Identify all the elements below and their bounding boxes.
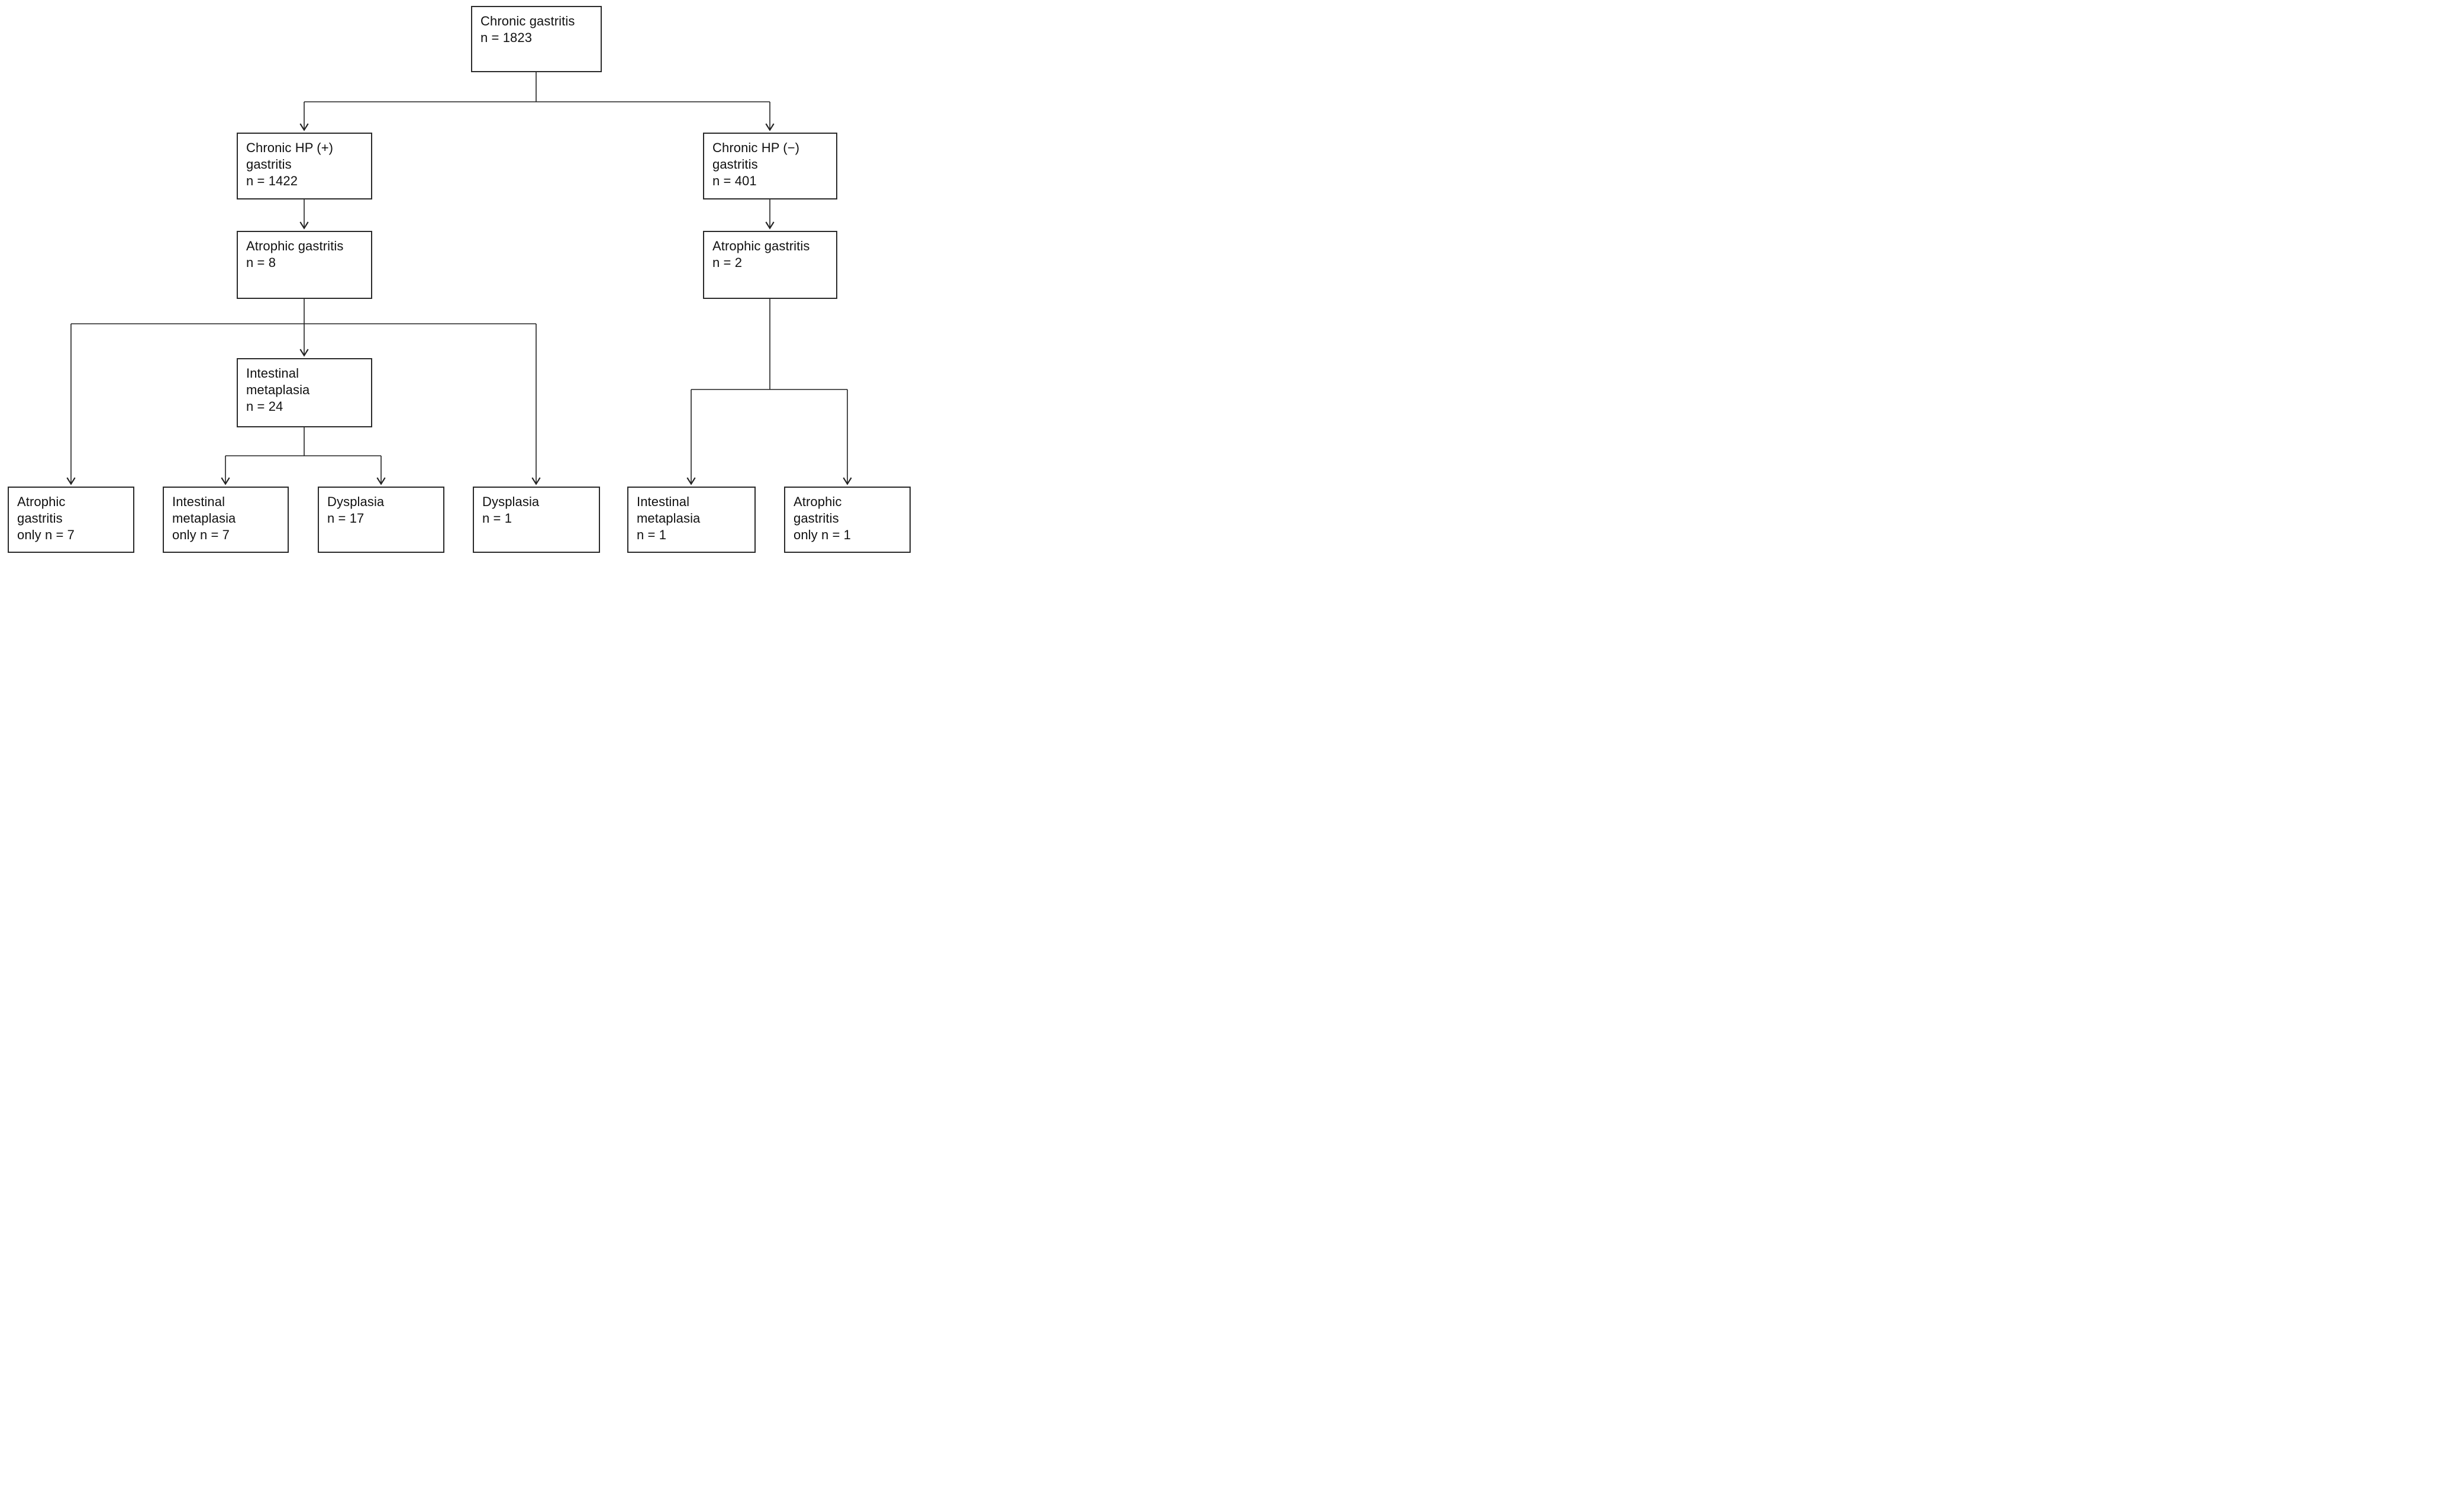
connector-layer	[66, 72, 852, 485]
node-dysplasia-n1: Dysplasia n = 1	[473, 487, 600, 553]
node-atrophic-gastritis-n2: Atrophic gastritis n = 2	[703, 231, 837, 299]
node-dysplasia-n17: Dysplasia n = 17	[318, 487, 444, 553]
node-chronic-hp-positive-gastritis: Chronic HP (+) gastritis n = 1422	[237, 133, 372, 199]
node-atrophic-gastritis-only-n1: Atrophic gastritis only n = 1	[784, 487, 911, 553]
flowchart-canvas: Chronic gastritis n = 1823 Chronic HP (+…	[0, 0, 914, 554]
node-atrophic-gastritis-only-n7: Atrophic gastritis only n = 7	[8, 487, 134, 553]
node-chronic-gastritis: Chronic gastritis n = 1823	[471, 6, 602, 72]
node-atrophic-gastritis-n8: Atrophic gastritis n = 8	[237, 231, 372, 299]
node-chronic-hp-negative-gastritis: Chronic HP (−) gastritis n = 401	[703, 133, 837, 199]
node-intestinal-metaplasia-n24: Intestinal metaplasia n = 24	[237, 358, 372, 427]
node-intestinal-metaplasia-n1: Intestinal metaplasia n = 1	[627, 487, 756, 553]
node-intestinal-metaplasia-only-n7: Intestinal metaplasia only n = 7	[163, 487, 289, 553]
